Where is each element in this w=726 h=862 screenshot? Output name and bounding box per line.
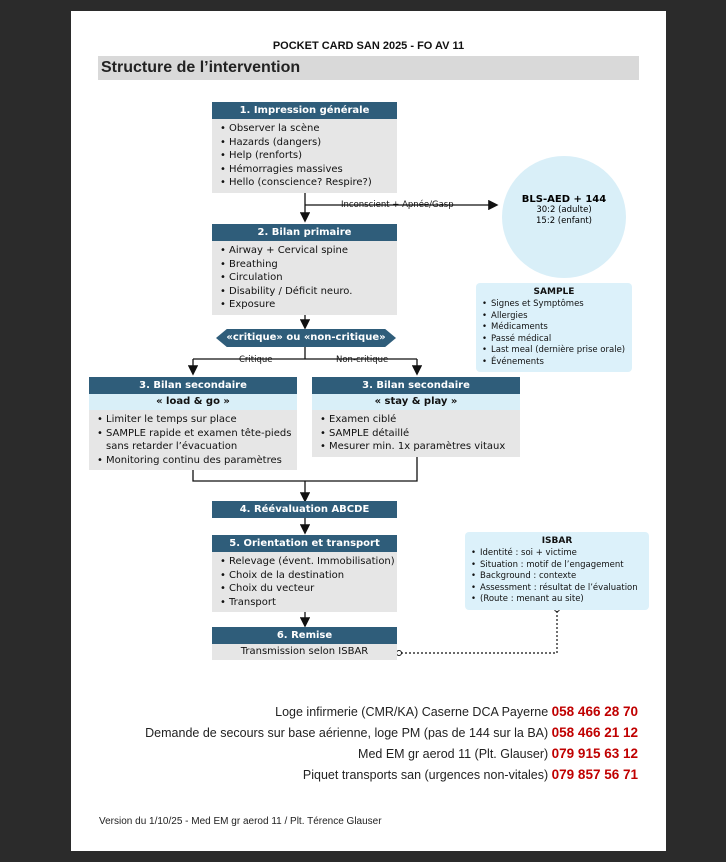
step2-item: Circulation [220,271,397,285]
document-title: POCKET CARD SAN 2025 - FO AV 11 [272,40,465,52]
isbar-title: ISBAR [541,536,573,546]
step3a-subtitle: « load & go » [89,394,297,410]
bls-ratio-adult: 30:2 (adulte) [536,205,592,215]
step3-load-go-box: 3. Bilan secondaire « load & go » Limite… [89,377,297,470]
contact-label: Demande de secours sur base aérienne, lo… [145,726,549,740]
contact-line: Loge infirmerie (CMR/KA) Caserne DCA Pay… [275,704,638,719]
step3b-body: Examen ciblé SAMPLE détaillé Mesurer min… [312,410,520,457]
step6-box: 6. Remise Transmission selon ISBAR [212,627,397,660]
contact-phone-number[interactable]: 079 857 56 71 [551,767,638,782]
bls-title: BLS-AED + 144 [521,194,607,205]
step1-body: Observer la scène Hazards (dangers) Help… [212,119,397,193]
step5-body: Relevage (évent. Immobilisation) Choix d… [212,552,397,612]
step1-item: Observer la scène [220,122,397,136]
step2-body: Airway + Cervical spine Breathing Circul… [212,241,397,315]
flow-connectors [187,190,560,656]
step3b-subtitle: « stay & play » [312,394,520,410]
step3b-item: Mesurer min. 1x paramètres vitaux [320,440,520,454]
sample-item: Passé médical [482,334,632,346]
contact-line: Med EM gr aerod 11 (Plt. Glauser) 079 91… [358,746,638,761]
step3a-item: Limiter le temps sur place [97,413,297,427]
sample-info-box: SAMPLE Signes et Symptômes Allergies Méd… [476,283,632,372]
step5-item: Choix du vecteur [220,582,397,596]
pocket-card-page: POCKET CARD SAN 2025 - FO AV 11 Structur… [71,11,666,851]
step2-item: Breathing [220,258,397,272]
isbar-item: (Route : menant au site) [471,594,649,606]
isbar-item: Assessment : résultat de l’évaluation [471,583,649,595]
step1-item: Help (renforts) [220,149,397,163]
step6-title: 6. Remise [212,627,397,644]
sample-item: Médicaments [482,322,632,334]
isbar-dot-left [396,650,402,656]
version-footer: Version du 1/10/25 - Med EM gr aerod 11 … [99,816,382,827]
step2-box: 2. Bilan primaire Airway + Cervical spin… [212,224,397,315]
step2-item: Disability / Déficit neuro. [220,285,397,299]
isbar-item: Background : contexte [471,571,649,583]
contact-label: Loge infirmerie (CMR/KA) Caserne DCA Pay… [275,705,549,719]
step5-title: 5. Orientation et transport [212,535,397,552]
step2-title: 2. Bilan primaire [212,224,397,241]
step1-item: Hémorragies massives [220,163,397,177]
section-title-bar [98,56,639,80]
step3-stay-play-box: 3. Bilan secondaire « stay & play » Exam… [312,377,520,457]
decision-pill: «critique» ou «non-critique» [216,329,396,347]
step1-item: Hello (conscience? Respire?) [220,176,397,190]
step3b-item: Examen ciblé [320,413,520,427]
decision-critique-label: Critique [239,355,273,365]
dotted-line-isbar [401,610,558,654]
step3b-item: SAMPLE détaillé [320,427,520,441]
sample-title: SAMPLE [533,287,575,297]
step1-title: 1. Impression générale [212,102,397,119]
section-title: Structure de l’intervention [101,59,301,76]
isbar-item: Identité : soi + victime [471,548,649,560]
step3a-body: Limiter le temps sur place SAMPLE rapide… [89,410,297,470]
sample-item: Signes et Symptômes [482,299,632,311]
contact-phone-number[interactable]: 058 466 21 12 [551,725,638,740]
step4-title: 4. Réévaluation ABCDE [212,501,397,518]
step3b-title: 3. Bilan secondaire [312,377,520,394]
contact-phone-number[interactable]: 058 466 28 70 [551,704,638,719]
contact-line: Piquet transports san (urgences non-vita… [303,767,638,782]
sample-item: Allergies [482,311,632,323]
step4-box: 4. Réévaluation ABCDE [212,501,397,518]
branch-label: Inconscient + Apnée/Gasp [341,200,454,210]
sample-item: Last meal (dernière prise orale) [482,345,632,357]
sample-item: Événements [482,357,632,369]
step3a-item: SAMPLE rapide et examen tête-pieds sans … [97,427,297,454]
contact-line: Demande de secours sur base aérienne, lo… [145,725,638,740]
contact-label: Med EM gr aerod 11 (Plt. Glauser) [358,747,549,761]
step5-item: Transport [220,596,397,610]
isbar-info-box: ISBAR Identité : soi + victime Situation… [465,532,649,610]
decision-non-critique-label: Non-critique [336,355,389,365]
contact-phone-number[interactable]: 079 915 63 12 [551,746,638,761]
contact-label: Piquet transports san (urgences non-vita… [302,768,549,782]
step5-item: Choix de la destination [220,569,397,583]
step2-item: Exposure [220,298,397,312]
bls-aed-circle: BLS-AED + 144 30:2 (adulte) 15:2 (enfant… [502,156,626,278]
step1-item: Hazards (dangers) [220,136,397,150]
step3a-title: 3. Bilan secondaire [89,377,297,394]
step2-item: Airway + Cervical spine [220,244,397,258]
step6-text: Transmission selon ISBAR [212,644,397,660]
isbar-item: Situation : motif de l’engagement [471,560,649,572]
bls-ratio-child: 15:2 (enfant) [536,216,592,226]
step5-box: 5. Orientation et transport Relevage (év… [212,535,397,612]
step3a-item: Monitoring continu des paramètres [97,454,297,468]
step1-box: 1. Impression générale Observer la scène… [212,102,397,193]
step5-item: Relevage (évent. Immobilisation) [220,555,397,569]
